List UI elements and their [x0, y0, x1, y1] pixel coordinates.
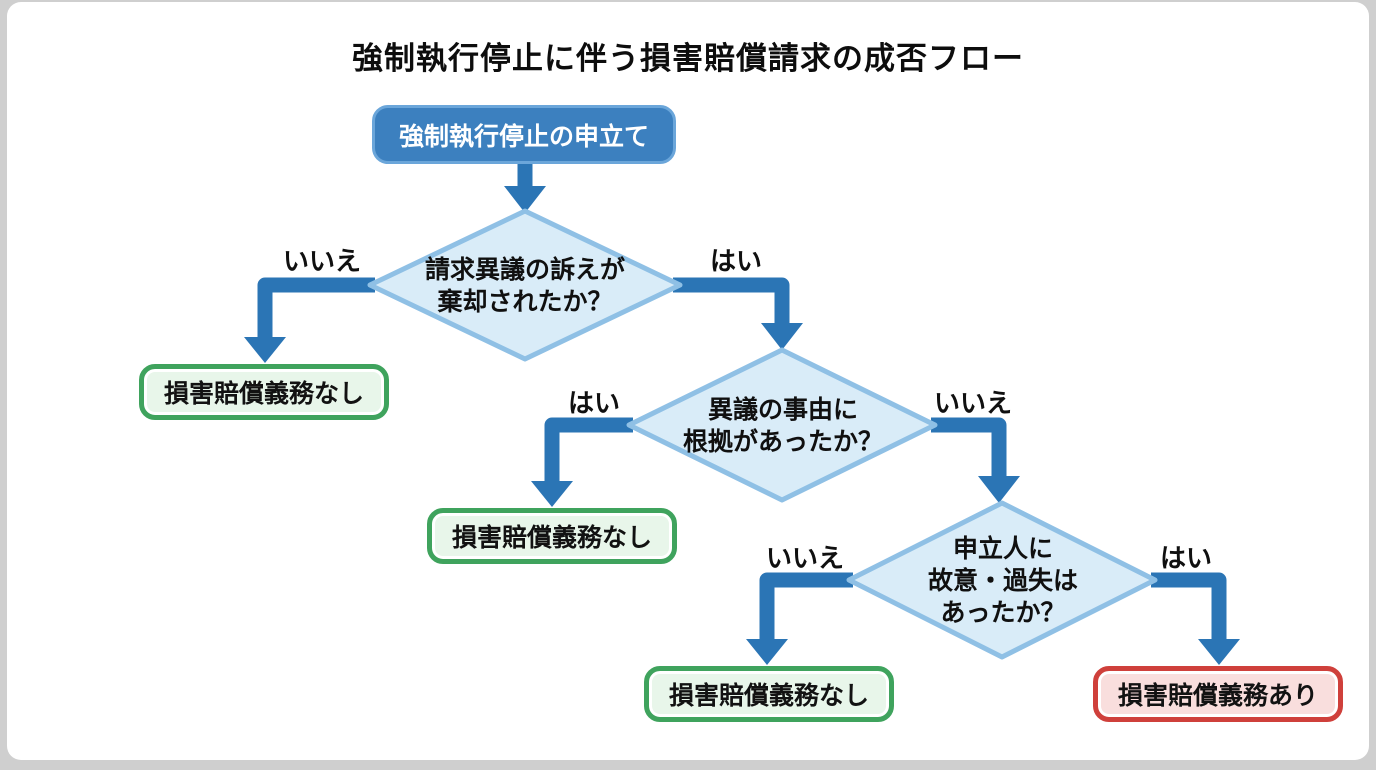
decision-3-text: 申立人に 故意・過失は あったか？	[928, 533, 1078, 629]
decision-2-text: 異議の事由に 根拠があったか？	[683, 394, 883, 458]
arrow-d2-yes	[544, 417, 633, 483]
decision-3-line-1: 申立人に	[952, 535, 1054, 563]
arrowhead-d1-yes	[761, 323, 803, 350]
flowchart-connectors	[244, 162, 1240, 665]
arrowhead-start-to-d1	[504, 186, 546, 213]
outcome-no-liability-1: 損害賠償義務なし	[139, 364, 389, 420]
outcome-no-liability-3: 損害賠償義務なし	[644, 666, 894, 722]
outcome-no-liability-2: 損害賠償義務なし	[427, 508, 677, 564]
edge-label-d2-yes: はい	[568, 388, 621, 418]
arrowhead-d1-no	[244, 337, 286, 363]
arrow-stems	[257, 162, 1227, 639]
arrowhead-d2-yes	[531, 481, 573, 507]
outcome-liability-yes-label: 損害賠償義務あり	[1117, 682, 1318, 710]
arrow-d3-no	[759, 572, 853, 639]
outcome-no-liability-1-label: 損害賠償義務なし	[163, 380, 364, 408]
arrow-d2-no	[931, 417, 1007, 478]
arrow-d3-yes	[1151, 572, 1227, 639]
node-start-label: 強制執行停止の申立て	[398, 122, 649, 151]
outcome-liability-yes: 損害賠償義務あり	[1093, 666, 1343, 722]
edge-label-d3-yes: はい	[1160, 543, 1213, 573]
decision-1-line-1: 請求異議の訴えが	[424, 256, 626, 284]
decision-3-line-2: 故意・過失は	[927, 567, 1079, 595]
arrow-d1-yes	[673, 277, 790, 325]
decision-1-line-2: 棄却されたか？	[437, 288, 613, 316]
edge-label-d1-no: いいえ	[283, 246, 362, 276]
decision-2-line-2: 根拠があったか？	[682, 428, 884, 456]
decision-1-text: 請求異議の訴えが 棄却されたか？	[425, 254, 625, 318]
arrowhead-d3-yes	[1198, 639, 1240, 665]
outcome-no-liability-2-label: 損害賠償義務なし	[451, 524, 652, 552]
decision-3-line-3: あったか？	[940, 599, 1066, 627]
outcome-no-liability-3-label: 損害賠償義務なし	[668, 682, 869, 710]
decision-diamond-claim-objection-dismissed	[367, 208, 683, 362]
edge-label-d2-no: いいえ	[934, 388, 1013, 418]
node-start: 強制執行停止の申立て	[372, 105, 676, 164]
page-title: 強制執行停止に伴う損害賠償請求の成否フロー	[352, 41, 1024, 76]
edge-label-d3-no: いいえ	[766, 543, 845, 573]
decision-2-line-1: 異議の事由に	[707, 396, 859, 424]
decision-diamond-applicant-intent-negligence	[846, 500, 1158, 660]
arrow-d1-no	[257, 277, 375, 339]
arrowhead-d3-no	[746, 639, 788, 665]
arrow-heads	[244, 186, 1240, 665]
flowchart-page: 強制執行停止に伴う損害賠償請求の成否フロー 強制執行停止の申立て	[7, 2, 1369, 760]
arrowhead-d2-no	[978, 476, 1020, 503]
edge-label-d1-yes: はい	[710, 246, 763, 276]
decision-diamond-objection-had-grounds	[626, 347, 938, 503]
